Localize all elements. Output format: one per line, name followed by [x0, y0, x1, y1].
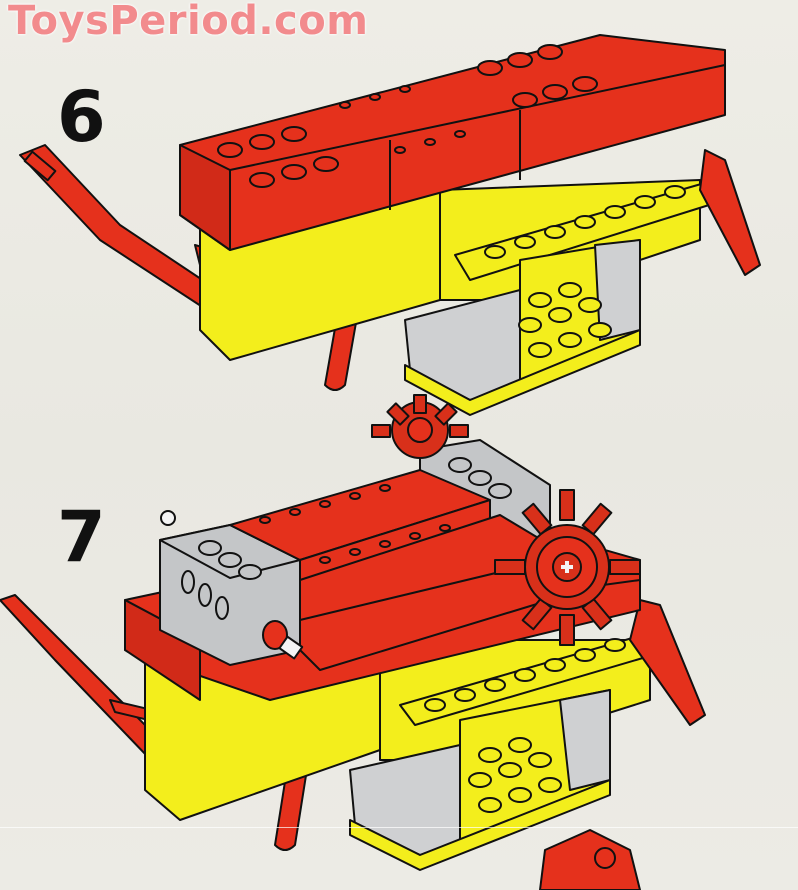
gear-icon	[371, 394, 469, 459]
step-number-7: 7	[57, 496, 106, 578]
step-number-6: 6	[57, 76, 106, 158]
watermark: ToysPeriod.com	[8, 0, 369, 44]
gear-icon	[494, 489, 641, 646]
technic-brick-icon	[159, 524, 301, 666]
axle-icon	[160, 510, 304, 660]
paper-fold-line	[0, 827, 798, 828]
